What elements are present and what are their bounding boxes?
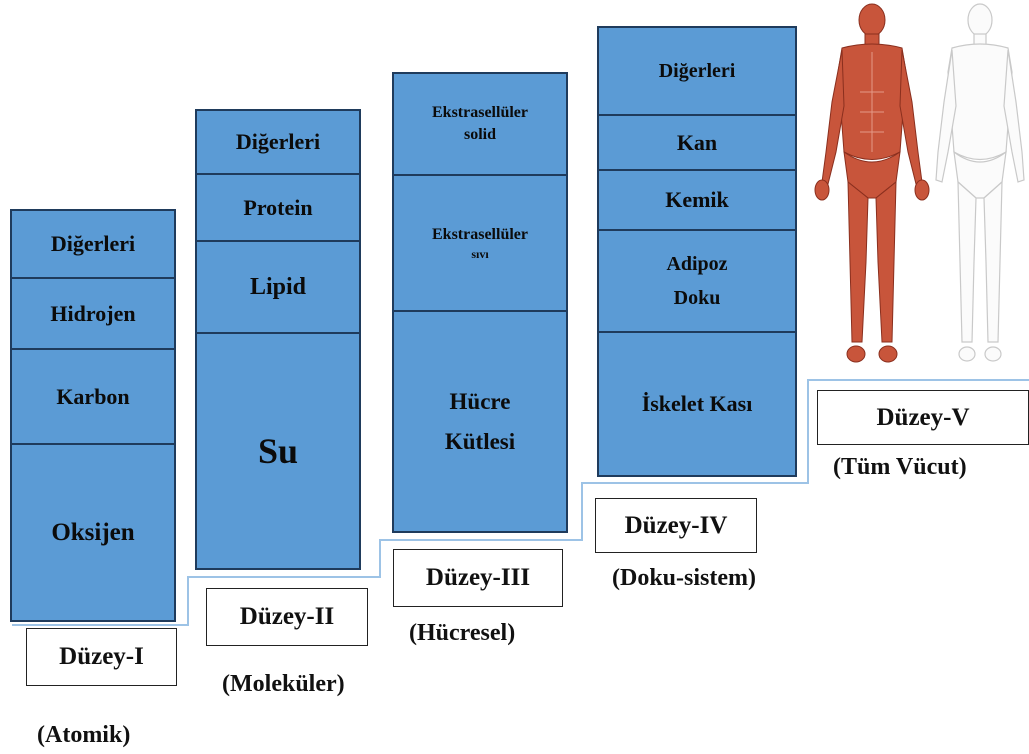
segment-label-line-1: Hücre (449, 389, 511, 415)
segment-label-line-2: Kütlesi (444, 428, 516, 454)
level-2-subtitle: (Moleküler) (222, 671, 345, 697)
segment-digerleri: Diğerleri (197, 111, 359, 175)
level-1-subtitle: (Atomik) (37, 722, 131, 748)
segment-hidrojen: Hidrojen (12, 279, 174, 350)
segment-label-line-2: sıvı (471, 246, 489, 261)
muscle-body-figure (814, 3, 930, 363)
level-4-text: Düzey-IV (624, 511, 728, 539)
level-5-label: Düzey-V (817, 390, 1029, 445)
level-2-label: Düzey-II (206, 588, 368, 646)
level-1-label: Düzey-I (26, 628, 177, 686)
segment-label: Diğerleri (235, 129, 321, 155)
segment-label: Oksijen (51, 518, 135, 546)
segment-digerleri: Diğerleri (12, 211, 174, 279)
segment-su: Su (197, 334, 359, 568)
segment-karbon: Karbon (12, 350, 174, 445)
segment-label-line-2: Doku (673, 287, 721, 309)
segment-label-line-1: Ekstrasellüler (432, 226, 528, 244)
level-5-text: Düzey-V (876, 403, 970, 431)
segment-label: Hidrojen (50, 300, 136, 326)
level-4-column: Diğerleri Kan Kemik Adipoz Doku İskelet … (597, 26, 797, 477)
segment-ekstrasellular-sivi: Ekstrasellüler sıvı (394, 176, 566, 312)
skeleton-body-figure (935, 3, 1025, 362)
level-1-text: Düzey-I (59, 643, 144, 670)
segment-label: Protein (243, 194, 313, 220)
segment-label: İskelet Kası (641, 391, 753, 417)
segment-label-line-1: Adipoz (666, 253, 728, 275)
segment-label-line-1: Ekstrasellüler (432, 104, 528, 122)
level-3-subtitle: (Hücresel) (409, 620, 516, 646)
level-4-subtitle: (Doku-sistem) (612, 565, 756, 591)
segment-label: Kan (676, 129, 718, 155)
level-5-subtitle: (Tüm Vücut) (833, 454, 967, 480)
segment-adipoz-doku: Adipoz Doku (599, 231, 795, 333)
segment-kemik: Kemik (599, 171, 795, 231)
level-3-label: Düzey-III (393, 549, 563, 607)
level-2-column: Diğerleri Protein Lipid Su (195, 109, 361, 570)
segment-lipid: Lipid (197, 242, 359, 334)
segment-label: Lipid (249, 273, 307, 300)
segment-hucre-kutlesi: Hücre Kütlesi (394, 312, 566, 531)
segment-protein: Protein (197, 175, 359, 242)
segment-kan: Kan (599, 116, 795, 171)
segment-label-line-2: solid (463, 126, 496, 143)
level-3-text: Düzey-III (425, 564, 531, 591)
segment-label: Diğerleri (658, 59, 736, 82)
segment-oksijen: Oksijen (12, 445, 174, 620)
segment-ekstrasellular-solid: Ekstrasellüler solid (394, 74, 566, 176)
segment-digerleri: Diğerleri (599, 28, 795, 116)
level-2-text: Düzey-II (239, 603, 335, 630)
segment-iskelet-kasi: İskelet Kası (599, 333, 795, 475)
segment-label: Su (257, 430, 299, 471)
level-3-column: Ekstrasellüler solid Ekstrasellüler sıvı… (392, 72, 568, 533)
segment-label: Diğerleri (50, 231, 136, 257)
segment-label: Kemik (665, 187, 729, 213)
level-4-label: Düzey-IV (595, 498, 757, 553)
level-1-column: Diğerleri Hidrojen Karbon Oksijen (10, 209, 176, 622)
segment-label: Karbon (56, 383, 130, 409)
